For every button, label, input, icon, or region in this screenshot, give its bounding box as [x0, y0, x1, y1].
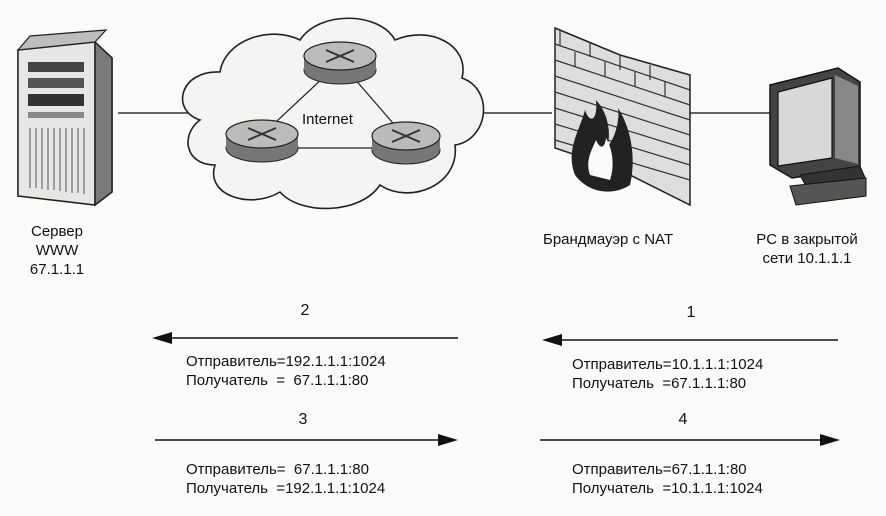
packet-1-receiver: Получатель =67.1.1.1:80	[572, 375, 747, 392]
packet-2-header: Отправитель=192.1.1.1:1024 Получатель = …	[186, 352, 386, 390]
router-icon	[371, 121, 441, 165]
packet-number-3: 3	[298, 411, 308, 428]
packet-3-sender: Отправитель= 67.1.1.1:80	[186, 461, 369, 478]
packet-1-header: Отправитель=10.1.1.1:1024 Получатель =67…	[572, 355, 763, 393]
packet-4-sender: Отправитель=67.1.1.1:80	[572, 461, 747, 478]
packet-number-2: 2	[300, 302, 310, 319]
pc-icon	[769, 67, 867, 206]
packet-1-sender: Отправитель=10.1.1.1:1024	[572, 356, 764, 373]
arrow-packet-3	[155, 434, 458, 446]
packet-4-receiver: Получатель =10.1.1.1:1024	[572, 480, 763, 497]
arrow-packet-2	[152, 332, 458, 344]
router-icon	[225, 119, 299, 163]
firewall-icon	[554, 26, 691, 207]
server-icon	[16, 29, 113, 207]
pc-label-line2: сети 10.1.1.1	[762, 250, 852, 267]
packet-2-sender: Отправитель=192.1.1.1:1024	[186, 353, 386, 370]
packet-2-receiver: Получатель = 67.1.1.1:80	[186, 372, 369, 389]
pc-label: PC в закрытой сети 10.1.1.1	[742, 230, 872, 268]
packet-4-header: Отправитель=67.1.1.1:80 Получатель =10.1…	[572, 460, 763, 498]
packet-3-header: Отправитель= 67.1.1.1:80 Получатель =192…	[186, 460, 385, 498]
server-label-line3: 67.1.1.1	[29, 261, 85, 278]
server-label-line1: Сервер	[30, 223, 83, 240]
server-label-line2: WWW	[35, 242, 79, 259]
packet-3-receiver: Получатель =192.1.1.1:1024	[186, 480, 386, 497]
pc-label-line1: PC в закрытой	[756, 231, 858, 248]
cloud-label: Internet	[302, 111, 353, 128]
arrow-packet-1	[542, 334, 838, 346]
server-label: Сервер WWW 67.1.1.1	[22, 222, 92, 279]
firewall-label: Брандмауэр с NAT	[543, 231, 674, 248]
router-icon	[303, 41, 377, 85]
packet-number-4: 4	[678, 411, 688, 428]
packet-number-1: 1	[686, 304, 696, 321]
arrow-packet-4	[540, 434, 840, 446]
